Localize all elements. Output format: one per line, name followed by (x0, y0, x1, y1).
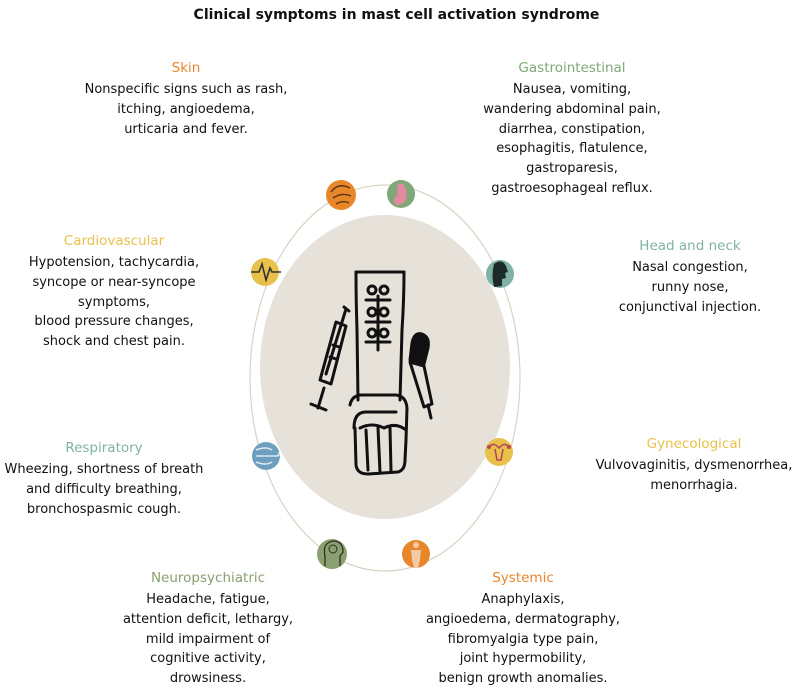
diagram-title: Clinical symptoms in mast cell activatio… (193, 7, 600, 23)
gastrointestinal-line: wandering abdominal pain, (483, 101, 661, 117)
gastrointestinal-line: esophagitis, flatulence, (496, 141, 648, 157)
gynecological-line: menorrhagia. (650, 477, 738, 493)
gastrointestinal-line: gastroesophageal reflux. (491, 180, 653, 196)
systemic-block: Systemic Anaphylaxis, angioedema, dermat… (420, 568, 626, 689)
systemic-line: angioedema, dermatography, (425, 611, 621, 627)
outer-ring (249, 184, 521, 572)
cardiovascular-block: Cardiovascular Hypotension, tachycardia,… (10, 231, 218, 352)
cardiovascular-line: blood pressure changes, (34, 314, 194, 330)
systemic-line: fibromyalgia type pain, (447, 631, 599, 647)
head-and-neck-line: conjunctival injection. (618, 299, 762, 315)
cardiovascular-line: symptoms, (77, 294, 150, 310)
gastrointestinal-line: gastroparesis, (526, 161, 618, 177)
neuropsychiatric-line: cognitive activity, (150, 651, 266, 667)
head-and-neck-heading: Head and neck (639, 238, 741, 254)
cardiovascular-line: syncope or near-syncope (32, 274, 196, 290)
heartbeat-icon (251, 258, 281, 286)
gastrointestinal-heading: Gastrointestinal (518, 60, 626, 76)
neuropsychiatric-line: mild impairment of (145, 631, 271, 647)
neuropsychiatric-line: attention deficit, lethargy, (122, 611, 294, 627)
head-and-neck-line: runny nose, (651, 279, 729, 295)
gastrointestinal-line: diarrhea, constipation, (498, 121, 646, 137)
respiratory-block: Respiratory Wheezing, shortness of breat… (4, 438, 204, 519)
skin-line: itching, angioedema, (117, 101, 255, 117)
respiratory-line: bronchospasmic cough. (26, 501, 182, 517)
respiratory-line: and difficulty breathing, (26, 481, 182, 497)
systemic-heading: Systemic (492, 570, 554, 586)
head-and-neck-block: Head and neck Nasal congestion, runny no… (600, 236, 780, 317)
gynecological-block: Gynecological Vulvovaginitis, dysmenorrh… (594, 434, 793, 496)
center-disc (260, 215, 510, 519)
skin-block: Skin Nonspecific signs such as rash, itc… (66, 58, 306, 139)
gastrointestinal-line: Nausea, vomiting, (512, 82, 632, 97)
cardiovascular-line: Hypotension, tachycardia, (28, 255, 200, 270)
head-and-neck-line: Nasal congestion, (632, 260, 748, 275)
stomach-icon (387, 180, 415, 208)
head-profile-icon (486, 260, 514, 288)
brain-head-icon (317, 539, 347, 569)
wind-icon (252, 442, 280, 470)
body-icon (402, 540, 430, 568)
respiratory-heading: Respiratory (65, 440, 143, 456)
systemic-line: joint hypermobility, (459, 651, 587, 667)
systemic-line: Anaphylaxis, (481, 592, 565, 607)
cardiovascular-heading: Cardiovascular (63, 233, 165, 249)
neuropsychiatric-line: drowsiness. (169, 671, 247, 687)
skin-heading: Skin (171, 60, 201, 76)
skin-icon (326, 180, 356, 210)
systemic-line: benign growth anomalies. (438, 671, 608, 687)
neuropsychiatric-line: Headache, fatigue, (146, 592, 270, 607)
respiratory-line: Wheezing, shortness of breath (4, 462, 204, 477)
uterus-icon (485, 438, 513, 466)
arm-illustration-icon (309, 270, 434, 476)
skin-line: Nonspecific signs such as rash, (84, 82, 288, 97)
gastrointestinal-block: Gastrointestinal Nausea, vomiting, wande… (462, 58, 682, 199)
gynecological-heading: Gynecological (646, 436, 742, 452)
skin-line: urticaria and fever. (124, 121, 248, 137)
cardiovascular-line: shock and chest pain. (43, 334, 185, 350)
neuropsychiatric-block: Neuropsychiatric Headache, fatigue, atte… (108, 568, 308, 689)
neuropsychiatric-heading: Neuropsychiatric (150, 570, 266, 586)
gynecological-line: Vulvovaginitis, dysmenorrhea, (595, 458, 793, 473)
